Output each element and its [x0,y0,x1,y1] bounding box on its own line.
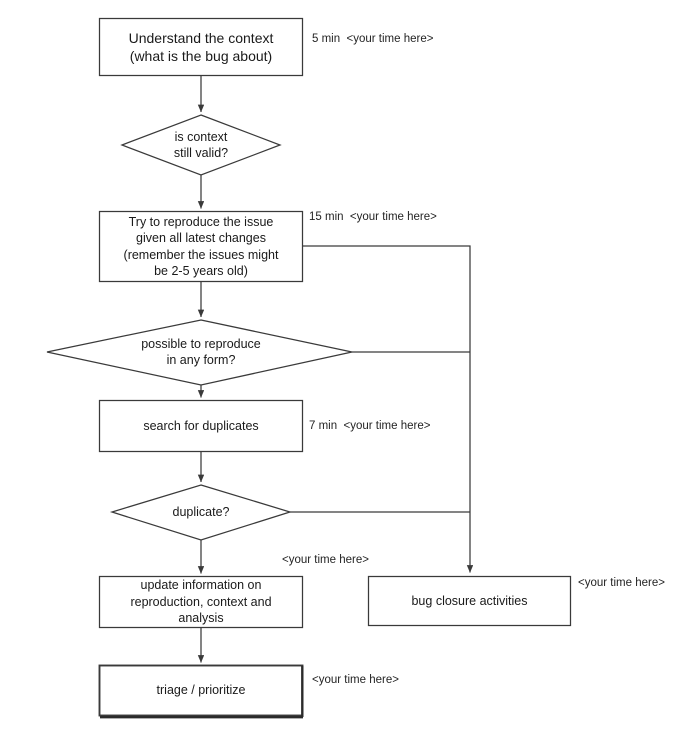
node-try-to-reproduce[interactable] [99,211,303,282]
node-duplicate[interactable] [112,485,290,540]
note-bug-closure-activities: <your time here> [578,577,665,589]
node-update-information[interactable] [99,576,303,628]
node-is-context-still-valid[interactable] [122,115,280,175]
node-shape-understand-context [98,17,304,77]
node-triage-prioritize[interactable] [99,665,303,717]
node-search-for-duplicates[interactable] [99,400,303,452]
node-bug-closure-activities[interactable] [368,576,571,626]
node-possible-to-reproduce[interactable] [47,320,352,385]
note-search-for-duplicates: 7 min <your time here> [309,420,431,432]
node-shape-bug-closure-activities [367,575,572,627]
note-understand-context: 5 min <your time here> [312,33,434,45]
node-shape-triage-prioritize [98,664,304,717]
note-update-information: <your time here> [282,554,369,566]
node-shape-update-information [98,575,304,629]
node-understand-context[interactable] [99,18,303,76]
note-try-to-reproduce: 15 min <your time here> [309,211,437,223]
edge-reproduce-to-closure [302,245,474,573]
note-triage-prioritize: <your time here> [312,674,399,686]
node-shadow-triage-prioritize [100,666,304,719]
